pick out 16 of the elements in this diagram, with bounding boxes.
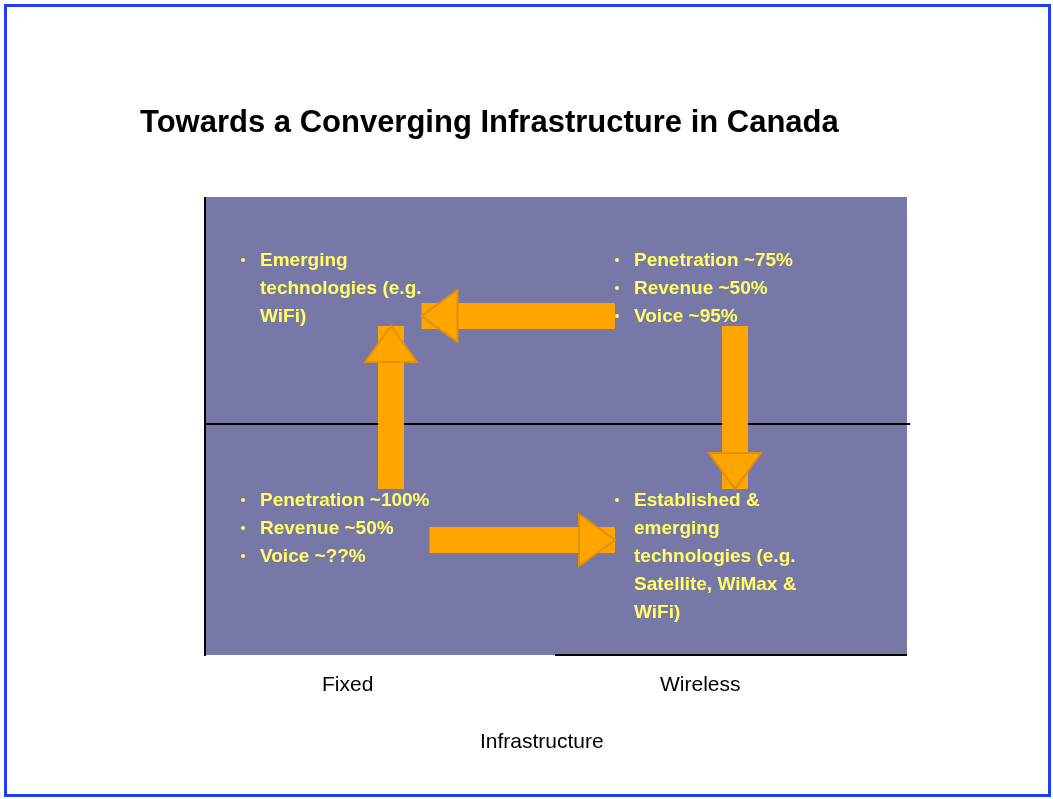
bullet-text: Revenue ~50%: [260, 517, 394, 538]
axis-title: Infrastructure: [480, 729, 604, 753]
bullet-text: Penetration ~75%: [634, 249, 793, 270]
block-arrow: [420, 289, 615, 343]
bullet-text: Established & emerging technologies (e.g. Satellite, WiMax & WiFi): [634, 489, 797, 622]
bullet-text: Voice ~??%: [260, 545, 366, 566]
bullet-text: Revenue ~50%: [634, 277, 768, 298]
block-arrow: [429, 513, 616, 567]
bullet-text: Voice ~95%: [634, 305, 738, 326]
axis-label: Wireless: [660, 672, 741, 696]
bullet-text: Penetration ~100%: [260, 489, 430, 510]
bullet-text: Emerging technologies (e.g. WiFi): [260, 249, 422, 326]
block-arrow: [708, 326, 762, 490]
axis-label: Fixed: [322, 672, 374, 696]
diagram-title: Towards a Converging Infrastructure in Canada: [140, 104, 839, 140]
block-arrow: [364, 325, 418, 489]
